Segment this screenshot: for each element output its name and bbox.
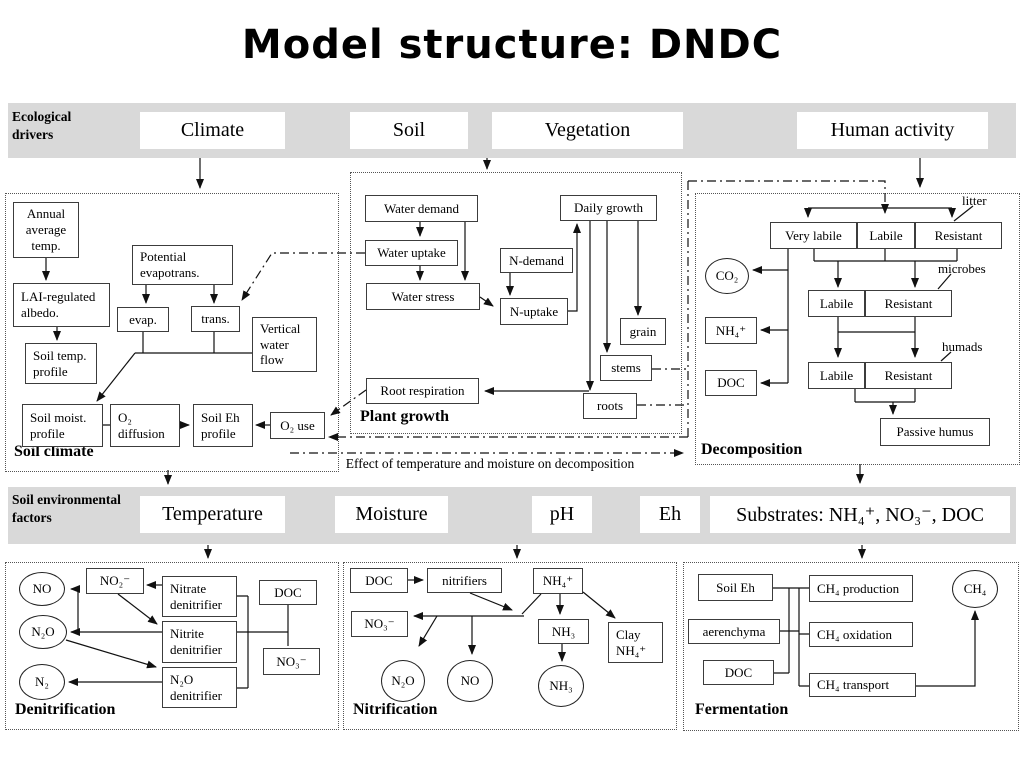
gas-no: NO bbox=[19, 572, 65, 606]
gas-ch4: CH₄ bbox=[952, 570, 998, 608]
box-vertical-water-flow: Vertical water flow bbox=[252, 317, 317, 372]
box-nitrate-denitrifier: Nitrate denitrifier bbox=[162, 576, 237, 617]
box-water-uptake: Water uptake bbox=[365, 240, 458, 266]
factor-ph: pH bbox=[532, 496, 592, 533]
driver-soil: Soil bbox=[350, 112, 468, 149]
box-soil-moist-profile: Soil moist. profile bbox=[22, 404, 103, 447]
box-water-stress: Water stress bbox=[366, 283, 480, 310]
box-soil-temp-profile: Soil temp. profile bbox=[25, 343, 97, 384]
plant-growth-title: Plant growth bbox=[360, 408, 450, 425]
box-doc-pool: DOC bbox=[705, 370, 757, 396]
decomposition-title: Decomposition bbox=[701, 441, 803, 458]
soil-climate-title: Soil climate bbox=[14, 443, 94, 460]
factor-substrates: Substrates: NH₄⁺, NO₃⁻, DOC bbox=[710, 496, 1010, 533]
ecological-drivers-label: Ecological drivers bbox=[12, 109, 72, 142]
factor-moisture: Moisture bbox=[335, 496, 448, 533]
box-o2-diffusion: O₂ diffusion bbox=[110, 404, 180, 447]
driver-human-activity: Human activity bbox=[797, 112, 988, 149]
gas-n2: N₂ bbox=[19, 664, 65, 700]
box-soil-eh: Soil Eh bbox=[698, 574, 773, 601]
box-daily-growth: Daily growth bbox=[560, 195, 657, 221]
box-humads-resistant: Resistant bbox=[865, 362, 952, 389]
box-nh4-pool: NH₄⁺ bbox=[705, 317, 757, 344]
box-ch4-production: CH₄ production bbox=[809, 575, 913, 602]
box-soil-eh-profile: Soil Eh profile bbox=[193, 404, 253, 447]
box-roots: roots bbox=[583, 393, 637, 419]
pool-co2: CO₂ bbox=[705, 258, 749, 294]
box-ch4-transport: CH₄ transport bbox=[809, 673, 916, 697]
box-aerenchyma: aerenchyma bbox=[688, 619, 780, 644]
denitrification-title: Denitrification bbox=[15, 701, 116, 718]
box-evap: evap. bbox=[117, 307, 169, 332]
gas-n2o: N₂O bbox=[19, 615, 67, 649]
box-stems: stems bbox=[600, 355, 652, 381]
box-humads-labile: Labile bbox=[808, 362, 865, 389]
box-o2-use: O₂ use bbox=[270, 412, 325, 439]
box-grain: grain bbox=[620, 318, 666, 345]
box-nitrite-denitrifier: Nitrite denitrifier bbox=[162, 621, 237, 663]
box-no2: NO₂⁻ bbox=[86, 568, 144, 594]
annotation-humads: humads bbox=[942, 339, 983, 354]
annotation-litter: litter bbox=[962, 193, 987, 208]
box-n-demand: N-demand bbox=[500, 248, 573, 273]
soil-factors-label: Soil environmental factors bbox=[12, 492, 121, 525]
box-clay-nh4: Clay NH₄⁺ bbox=[608, 622, 663, 663]
box-litter-very-labile: Very labile bbox=[770, 222, 857, 249]
box-microbes-labile: Labile bbox=[808, 290, 865, 317]
box-denit-doc: DOC bbox=[259, 580, 317, 605]
fermentation-title: Fermentation bbox=[695, 701, 789, 718]
box-nit-nh4: NH₄⁺ bbox=[533, 568, 583, 594]
box-ferm-doc: DOC bbox=[703, 660, 774, 685]
box-n2o-denitrifier: N₂O denitrifier bbox=[162, 667, 237, 708]
box-denit-no3: NO₃⁻ bbox=[263, 648, 320, 675]
factor-eh: Eh bbox=[640, 496, 700, 533]
box-root-respiration: Root respiration bbox=[366, 378, 479, 404]
box-litter-resistant: Resistant bbox=[915, 222, 1002, 249]
gas-nh3: NH₃ bbox=[538, 665, 584, 707]
box-nitrifiers: nitrifiers bbox=[427, 568, 502, 593]
box-lai-regulated-albedo: LAI-regulated albedo. bbox=[13, 283, 110, 327]
gas-nit-n2o: N₂O bbox=[381, 660, 425, 702]
box-microbes-resistant: Resistant bbox=[865, 290, 952, 317]
driver-climate: Climate bbox=[140, 112, 285, 149]
annotation-microbes: microbes bbox=[938, 261, 986, 276]
gas-nit-no: NO bbox=[447, 660, 493, 702]
box-annual-average-temp: Annual average temp. bbox=[13, 202, 79, 258]
page-title: Model structure: DNDC bbox=[241, 22, 783, 68]
box-ch4-oxidation: CH₄ oxidation bbox=[809, 622, 913, 647]
box-n-uptake: N-uptake bbox=[500, 298, 568, 325]
box-water-demand: Water demand bbox=[365, 195, 478, 222]
box-litter-labile: Labile bbox=[857, 222, 915, 249]
factor-temperature: Temperature bbox=[140, 496, 285, 533]
box-nit-no3: NO₃⁻ bbox=[351, 611, 408, 637]
box-trans: trans. bbox=[191, 306, 240, 332]
box-passive-humus: Passive humus bbox=[880, 418, 990, 446]
box-potential-evapotrans: Potential evapotrans. bbox=[132, 245, 233, 285]
nitrification-title: Nitrification bbox=[353, 701, 438, 718]
box-nit-doc: DOC bbox=[350, 568, 408, 593]
effect-connector-label: Effect of temperature and moisture on de… bbox=[345, 456, 635, 471]
driver-vegetation: Vegetation bbox=[492, 112, 683, 149]
box-nh3: NH₃ bbox=[538, 619, 589, 644]
